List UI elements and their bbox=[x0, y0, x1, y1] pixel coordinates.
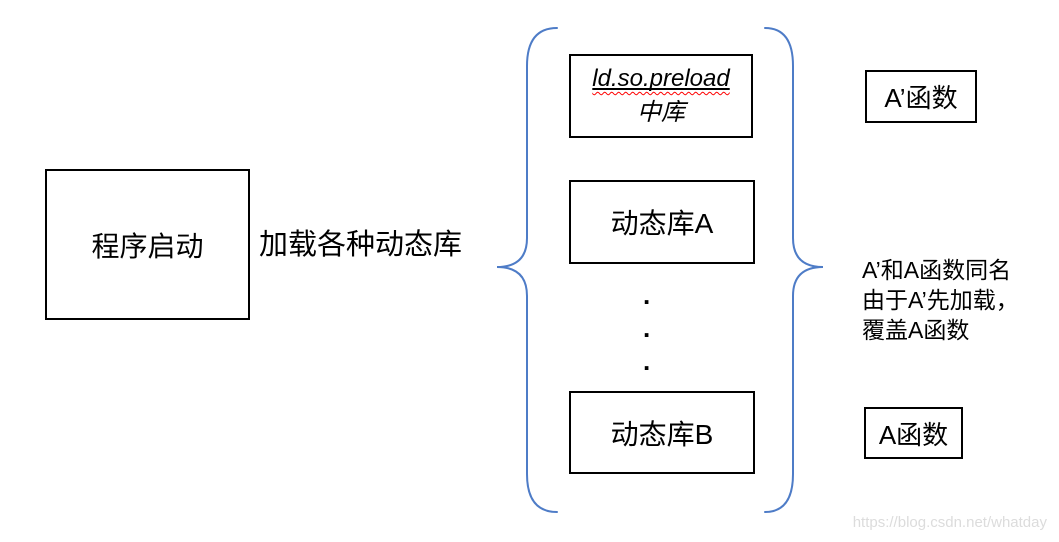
dynamic-library-a-box: 动态库A bbox=[569, 180, 755, 264]
override-note-line3: 覆盖A函数 bbox=[862, 317, 970, 343]
override-note-line2: 由于A’先加载， bbox=[862, 287, 1019, 313]
override-note-line1: A’和A函数同名 bbox=[862, 257, 1012, 283]
preload-filename-misspelling-underline: ld.so.preload bbox=[592, 62, 729, 96]
program-start-box: 程序启动 bbox=[45, 169, 250, 320]
a-function-label: A函数 bbox=[878, 419, 949, 450]
a-prime-function-label: A’函数 bbox=[884, 83, 958, 113]
ellipsis-dots: . . . bbox=[643, 280, 651, 376]
override-note: A’和A函数同名 由于A’先加载， 覆盖A函数 bbox=[862, 255, 1019, 345]
right-curly-brace-icon bbox=[764, 27, 824, 513]
preload-suffix-label: 中库 bbox=[637, 99, 685, 126]
preload-filename-label: ld.so.preload bbox=[592, 65, 730, 92]
dynamic-library-a-label: 动态库A bbox=[610, 208, 714, 239]
csdn-watermark: https://blog.csdn.net/whatday bbox=[852, 514, 1047, 531]
preload-library-box: ld.so.preload 中库 bbox=[569, 54, 753, 138]
dynamic-library-b-box: 动态库B bbox=[569, 391, 755, 474]
load-libraries-label: 加载各种动态库 bbox=[259, 229, 463, 261]
a-function-box: A函数 bbox=[864, 407, 963, 459]
left-curly-brace-icon bbox=[496, 27, 558, 513]
a-prime-function-box: A’函数 bbox=[865, 70, 977, 123]
dynamic-library-b-label: 动态库B bbox=[610, 418, 714, 450]
program-start-label: 程序启动 bbox=[91, 230, 204, 262]
